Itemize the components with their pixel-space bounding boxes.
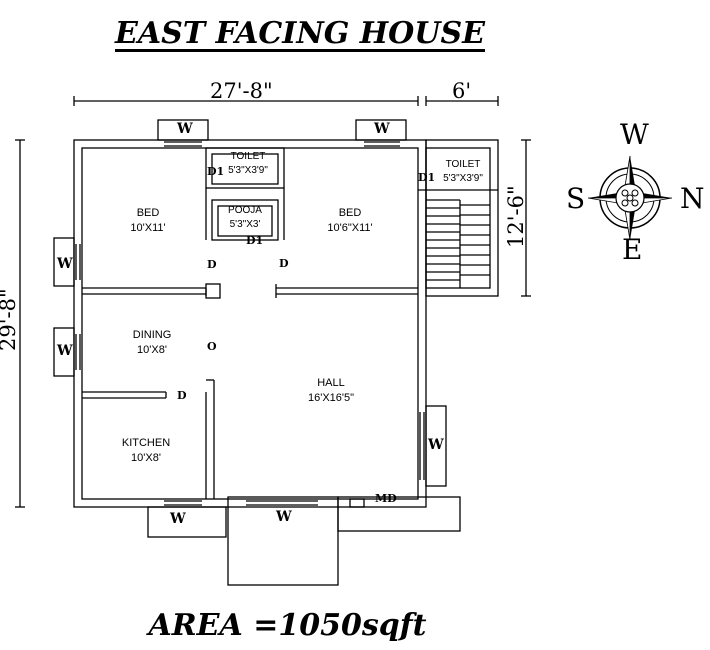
window-right xyxy=(425,405,447,487)
window-label: W xyxy=(170,511,186,527)
window-label: W xyxy=(177,121,193,137)
total-height-label: 29'-8" xyxy=(0,288,20,351)
side-height-label: 12'-6" xyxy=(504,185,528,248)
window-label: W xyxy=(57,343,73,359)
main-width-label: 27'-8" xyxy=(210,79,273,103)
door-label: D xyxy=(207,258,217,271)
window-label: W xyxy=(57,256,73,272)
compass-north: N xyxy=(680,182,705,215)
compass-rose xyxy=(587,155,673,241)
side-width-label: 6' xyxy=(452,79,472,103)
window-bottom-left xyxy=(147,506,227,538)
page-title: EAST FACING HOUSE xyxy=(115,16,485,51)
window-top-right xyxy=(355,119,407,141)
window-label: W xyxy=(276,509,292,525)
toilet1-walls xyxy=(205,147,285,189)
side-block-inner xyxy=(425,147,491,289)
door1-label: D1 xyxy=(246,234,264,247)
main-door-label: MD xyxy=(375,492,397,505)
door1-label: D1 xyxy=(207,165,225,178)
staircase xyxy=(426,199,490,288)
area-label: AREA =1050sqft xyxy=(148,608,427,643)
door-label: D xyxy=(177,389,187,402)
pooja-walls xyxy=(211,199,279,241)
main-door-step xyxy=(337,496,461,532)
compass-east: E xyxy=(622,233,643,266)
door1-label: D1 xyxy=(418,171,436,184)
compass-west: W xyxy=(620,118,649,151)
outer-wall-outer xyxy=(73,139,427,508)
window-left-1 xyxy=(53,237,75,287)
window-top-left xyxy=(157,119,209,141)
door-label: D xyxy=(279,257,289,270)
opening-label: O xyxy=(207,340,217,353)
window-left-2 xyxy=(53,327,75,377)
front-porch xyxy=(227,496,339,586)
window-label: W xyxy=(428,437,444,453)
window-label: W xyxy=(374,121,390,137)
compass-south: S xyxy=(566,182,586,215)
